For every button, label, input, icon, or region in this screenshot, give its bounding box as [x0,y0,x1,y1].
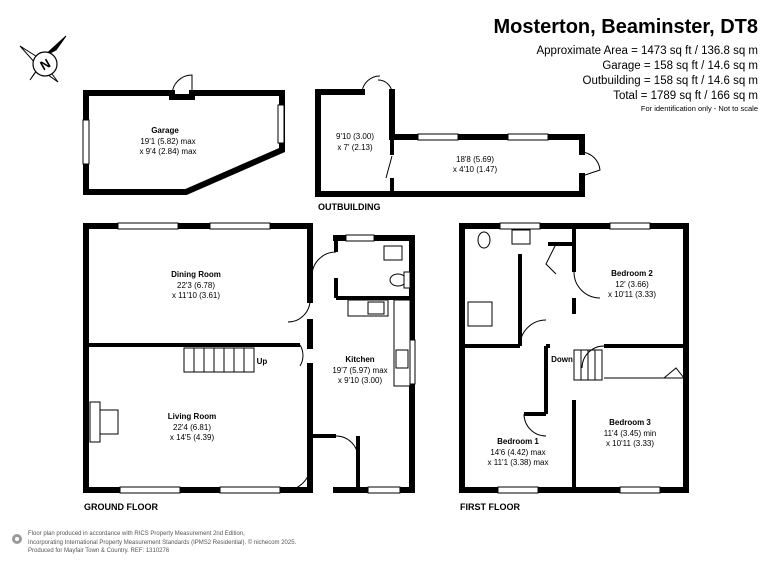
dining-room-dim2: x 11'10 (3.61) [172,291,220,300]
bedroom-2-dim2: x 10'11 (3.33) [608,290,656,299]
garage-dim1: 19'1 (5.82) max [140,137,195,146]
kitchen-name: Kitchen [345,355,374,364]
first-floor-plan: Down Bedroom 2 12' (3.66) x 10'11 (3.33)… [459,222,689,494]
area-total: Total = 1789 sq ft / 166 sq m [613,90,758,102]
living-room-name: Living Room [168,412,216,421]
bedroom-1-name: Bedroom 1 [497,437,539,446]
living-room-dim1: 22'4 (6.81) [173,423,211,432]
outbuilding-a-dim2: x 7' (2.13) [337,143,373,152]
area-approximate: Approximate Area = 1473 sq ft / 136.8 sq… [536,45,758,57]
ground-floor-plan: Up Dining Room 22'3 (6.78) x 11'10 (3.61… [83,222,416,494]
outbuilding-b-dim1: 18'8 (5.69) [456,155,494,164]
area-garage: Garage = 158 sq ft / 14.6 sq m [602,60,758,72]
kitchen-dim1: 19'7 (5.97) max [332,366,387,375]
outbuilding-plan: 9'10 (3.00) x 7' (2.13) 18'8 (5.69) x 4'… [315,75,601,197]
outbuilding-a-dim1: 9'10 (3.00) [336,132,374,141]
bedroom-3-dim2: x 10'11 (3.33) [606,439,654,448]
garage-name: Garage [151,126,179,135]
stairs-up-label: Up [257,357,268,366]
outbuilding-b-dim2: x 4'10 (1.47) [453,165,498,174]
kitchen-dim2: x 9'10 (3.00) [338,376,383,385]
first-floor-label: FIRST FLOOR [460,502,520,512]
compass-icon: N [19,35,67,83]
stairs-down-label: Down [551,355,573,364]
bedroom-2-name: Bedroom 2 [611,269,653,278]
bedroom-3-name: Bedroom 3 [609,418,651,427]
footer-credits: Floor plan produced in accordance with R… [28,530,296,556]
footer-line-2: Incorporating International Property Mea… [28,539,297,546]
area-summary: Approximate Area = 1473 sq ft / 136.8 sq… [536,44,758,104]
bedroom-3-dim1: 11'4 (3.45) min [604,429,657,438]
garage-plan: Garage 19'1 (5.82) max x 9'4 (2.84) max [82,74,285,195]
footer-line-3: Produced for Mayfair Town & Country. REF… [28,548,170,554]
bedroom-1-dim1: 14'6 (4.42) max [490,448,545,457]
bedroom-2-dim1: 12' (3.66) [615,280,649,289]
property-title: Mosterton, Beaminster, DT8 [493,16,758,38]
outbuilding-label: OUTBUILDING [318,202,381,212]
garage-dim2: x 9'4 (2.84) max [139,147,196,156]
scale-note: For identification only - Not to scale [640,104,758,113]
area-outbuilding: Outbuilding = 158 sq ft / 14.6 sq m [582,75,758,87]
ground-floor-label: GROUND FLOOR [84,502,158,512]
bedroom-1-dim2: x 11'1 (3.38) max [488,458,549,467]
rics-logo-icon [12,534,22,544]
dining-room-dim1: 22'3 (6.78) [177,281,215,290]
dining-room-name: Dining Room [171,270,221,279]
living-room-dim2: x 14'5 (4.39) [170,433,215,442]
footer-line-1: Floor plan produced in accordance with R… [28,531,245,537]
